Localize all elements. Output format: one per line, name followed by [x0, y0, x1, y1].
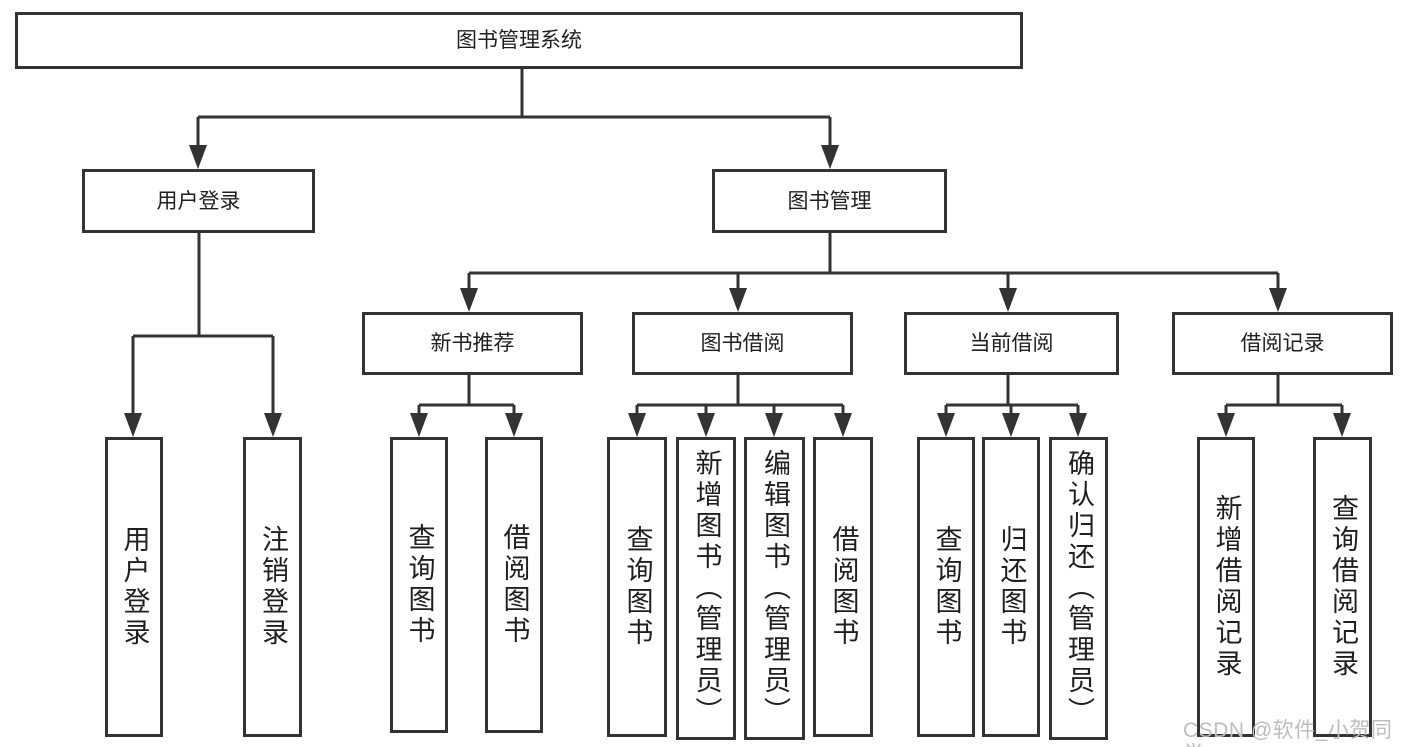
- leaf-logout: 注销登录: [243, 437, 302, 737]
- leaf-add-book-admin: 新增图书（管理员）: [676, 437, 736, 740]
- leaf-query-books-1: 查询图书: [390, 437, 448, 733]
- leaf-edit-book-admin: 编辑图书（管理员）: [744, 437, 805, 740]
- node-user-login: 用户登录: [82, 169, 315, 233]
- node-new-book-recommend: 新书推荐: [362, 312, 583, 375]
- leaf-query-books-2: 查询图书: [607, 437, 667, 737]
- leaf-query-borrow-record: 查询借阅记录: [1313, 437, 1372, 737]
- node-book-borrowing: 图书借阅: [632, 312, 853, 375]
- node-root: 图书管理系统: [15, 12, 1023, 69]
- leaf-add-borrow-record: 新增借阅记录: [1197, 437, 1255, 737]
- node-current-borrowing: 当前借阅: [904, 312, 1119, 375]
- tree-edges: [131, 69, 1344, 415]
- leaf-user-login: 用户登录: [105, 437, 163, 737]
- node-book-management: 图书管理: [712, 169, 947, 233]
- leaf-query-books-3: 查询图书: [917, 437, 975, 737]
- arrowhead-icons: [124, 145, 1351, 437]
- leaf-borrow-books-1: 借阅图书: [485, 437, 543, 733]
- leaf-borrow-books-2: 借阅图书: [813, 437, 873, 737]
- csdn-watermark: CSDN @软件_小贺同学: [1183, 719, 1393, 747]
- leaf-confirm-return-admin: 确认归还（管理员）: [1049, 437, 1108, 740]
- leaf-return-books: 归还图书: [982, 437, 1040, 737]
- node-borrow-records: 借阅记录: [1172, 312, 1393, 375]
